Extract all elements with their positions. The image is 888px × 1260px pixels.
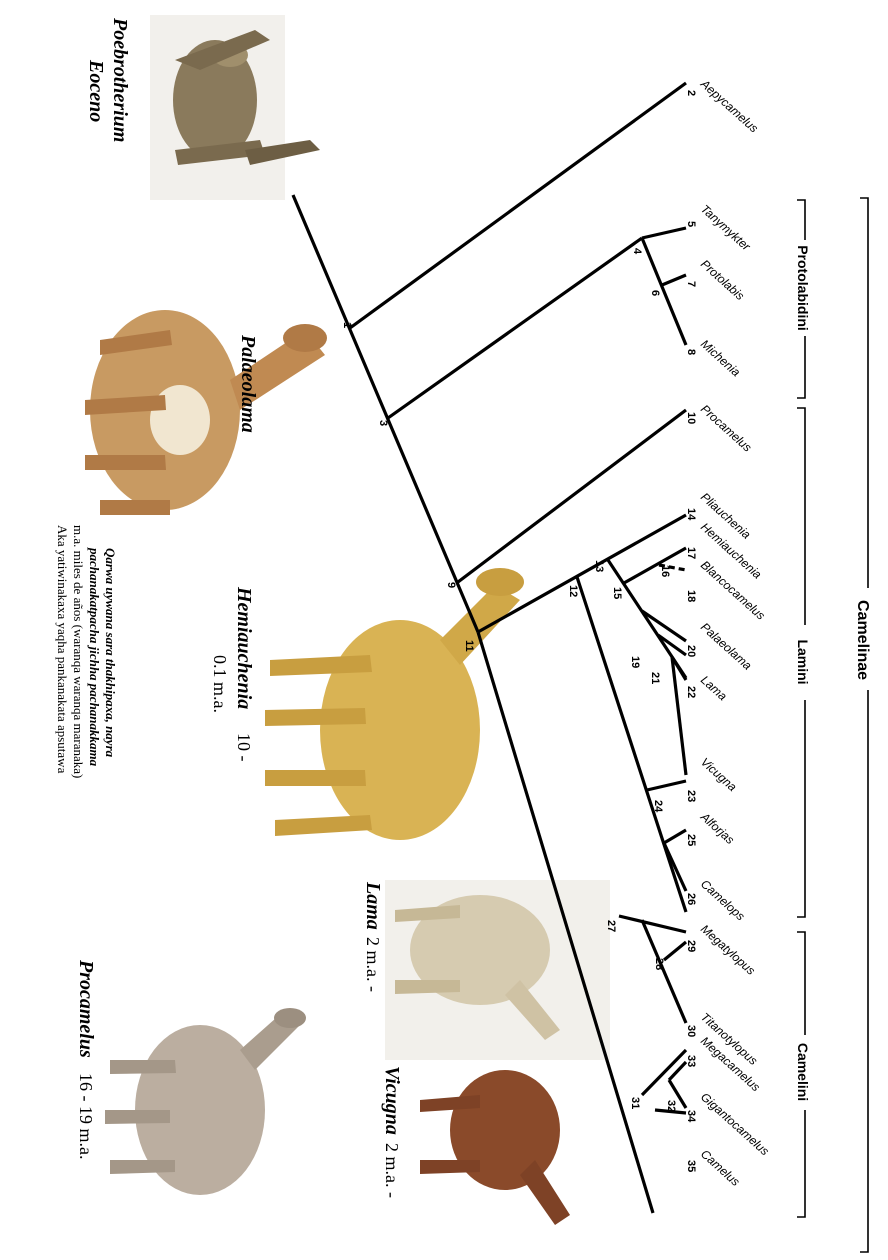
tip-number: 25 — [685, 834, 697, 846]
camelinae-label: Camelinae — [854, 600, 871, 680]
protolabidini-label: Protolabidini — [795, 245, 811, 331]
node-number: 4 — [631, 248, 643, 255]
node-number: 15 — [611, 587, 623, 599]
tip-name: Alforjas — [697, 809, 737, 847]
explanatory-note: Qarwa uywana sara thakhipaxa, nayra pach… — [55, 525, 118, 778]
branch-aepycamelus — [350, 83, 686, 328]
tip-number: 7 — [685, 281, 697, 287]
node-number: 21 — [649, 672, 661, 684]
node-number: 32 — [665, 1100, 677, 1112]
tip-number: 23 — [685, 790, 697, 802]
node-number: 16 — [659, 565, 671, 577]
lamini-label: Lamini — [795, 639, 811, 684]
tip-name: Camelops — [698, 877, 748, 924]
branch-root — [293, 195, 478, 632]
palaeolama-name: Palaeolama — [237, 334, 259, 433]
vicugna-illustration — [420, 1070, 570, 1225]
procamelus-age: 16 - 19 m.a. — [76, 1073, 96, 1159]
tip-number: 20 — [685, 645, 697, 657]
tip-name: Procamelus — [698, 402, 754, 455]
tip-number: 14 — [685, 508, 697, 521]
tip-number: 29 — [685, 940, 697, 952]
camelinae-bracket — [860, 198, 868, 1252]
branch-camelini — [619, 916, 686, 932]
branch-16 — [624, 548, 686, 583]
node-number: 13 — [593, 560, 605, 572]
note-line-3: m.a. miles de años (waranqa waranqa mara… — [71, 525, 86, 778]
tip-name: Palaeolama — [698, 620, 755, 673]
branch-31 — [642, 1050, 686, 1095]
branch-24 — [647, 781, 686, 790]
note-line-4: Aka yatiwinakaxa yaqha pankanakata apsut… — [55, 525, 70, 774]
branch-palaeolama — [642, 611, 686, 641]
node-number: 11 — [463, 640, 475, 652]
tip-name: Protolabis — [698, 257, 747, 303]
tip-number: 33 — [685, 1055, 697, 1067]
tip-number: 8 — [685, 349, 697, 355]
poebrotherium-name: Poebrotherium — [109, 17, 131, 142]
tip-name: Tanymykter — [698, 202, 754, 254]
tip-number: 17 — [685, 547, 697, 559]
taxa-labels: 2 Aepycamelus 5 Tanymykter 7 Protolabis … — [685, 76, 772, 1189]
node-number: 9 — [445, 582, 457, 588]
branch-tanymykter — [642, 228, 686, 238]
node-number: 24 — [652, 800, 664, 813]
procamelus-name: Procamelus — [75, 959, 97, 1058]
tip-name: Michenia — [698, 337, 743, 380]
node-number: 28 — [653, 958, 665, 970]
poebrotherium-age: Eoceno — [85, 59, 107, 122]
node-number: 3 — [377, 420, 389, 426]
tip-number: 2 — [685, 90, 697, 96]
node-number: 31 — [629, 1097, 641, 1109]
camelini-label: Camelini — [795, 1043, 811, 1101]
hemiauchenia-illustration — [265, 568, 524, 840]
tip-name: Lama — [698, 673, 730, 704]
lama-illustration — [385, 880, 610, 1060]
tip-name: Camelus — [698, 1147, 743, 1189]
tip-number: 22 — [685, 686, 697, 698]
tip-name: Aepycamelus — [697, 76, 761, 135]
node-number: 1 — [341, 322, 353, 328]
tip-name: Vicugna — [698, 755, 740, 794]
hemiauchenia-age-2: 0.1 m.a. — [210, 655, 230, 713]
lama-age: 2 m.a. - — [363, 937, 383, 992]
note-line-1: Qarwa uywana sara thakhipaxa, nayra — [103, 548, 118, 758]
hemiauchenia-name: Hemiauchenia — [233, 586, 255, 709]
branch-camelops — [664, 843, 686, 891]
tip-number: 18 — [685, 590, 697, 602]
branch-protolabidini — [388, 238, 642, 418]
tip-number: 30 — [685, 1025, 697, 1037]
tip-number: 34 — [685, 1110, 697, 1123]
tip-number: 5 — [685, 221, 697, 227]
branch-procamelus — [458, 410, 686, 582]
note-line-2: pachanakatpacha jichha pachanakkama — [87, 547, 102, 767]
node-number: 6 — [649, 290, 661, 296]
poebrotherium-illustration — [150, 15, 320, 200]
procamelus-illustration — [105, 1008, 306, 1195]
tip-number: 10 — [685, 412, 697, 424]
vicugna-name: Vicugna — [381, 1066, 403, 1135]
branch-alforjas — [664, 830, 686, 843]
tip-number: 26 — [685, 893, 697, 905]
hemiauchenia-age-1: 10 - — [234, 733, 254, 762]
node-number: 12 — [567, 585, 579, 597]
branch-protolabis — [662, 275, 686, 285]
branch-28 — [642, 920, 686, 1023]
branch-12 — [577, 577, 686, 912]
lama-name: Lama — [362, 881, 384, 930]
node-number: 27 — [605, 920, 617, 932]
palaeolama-illustration — [85, 310, 327, 515]
vicugna-age: 2 m.a. - — [382, 1143, 402, 1198]
branch-megatylopus — [664, 942, 686, 960]
node-number: 19 — [629, 656, 641, 668]
tip-name: Megatylopus — [698, 922, 758, 978]
branch-protolabis-michenia — [642, 238, 686, 345]
tip-number: 35 — [685, 1160, 697, 1172]
